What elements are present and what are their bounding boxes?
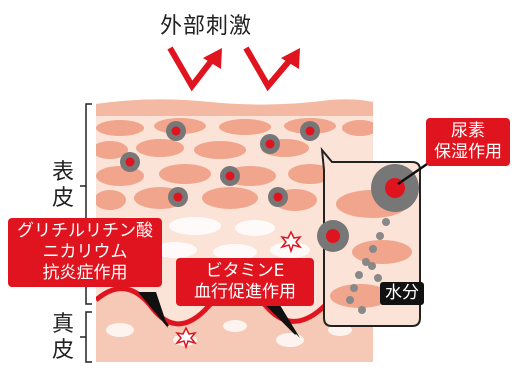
callout-line: 尿素 — [451, 121, 485, 141]
callout-line: ニカリウム — [42, 242, 128, 262]
zoom-bubble — [317, 146, 421, 327]
stimulus-arrow-icon — [167, 46, 293, 92]
epidermis-label: 表 皮 — [51, 160, 74, 211]
layer-brackets — [80, 103, 92, 363]
inflammation-burst-icon — [279, 230, 303, 254]
urea-particle-icons — [120, 121, 320, 207]
epidermis-cells — [96, 118, 373, 211]
inflammation-burst-icon — [174, 326, 198, 350]
arrowhead-icon — [281, 48, 300, 69]
urea-callout: 尿素 保湿作用 — [426, 118, 510, 166]
callout-line: 抗炎症作用 — [42, 263, 128, 283]
water-label: 水分 — [380, 282, 424, 305]
glycyrrhizinate-callout: グリチルリチン酸 ニカリウム 抗炎症作用 — [8, 218, 162, 287]
arrowhead-icon — [203, 48, 222, 69]
dermis-label: 真 皮 — [51, 312, 74, 363]
callout-line: 保湿作用 — [434, 142, 502, 162]
callout-line: 血行促進作用 — [194, 282, 296, 302]
external-stimulus-title: 外部刺激 — [160, 14, 253, 39]
callout-line: グリチルリチン酸 — [17, 221, 153, 241]
callout-line: ビタミンE — [205, 261, 285, 281]
vitamin-e-callout: ビタミンE 血行促進作用 — [176, 258, 314, 306]
